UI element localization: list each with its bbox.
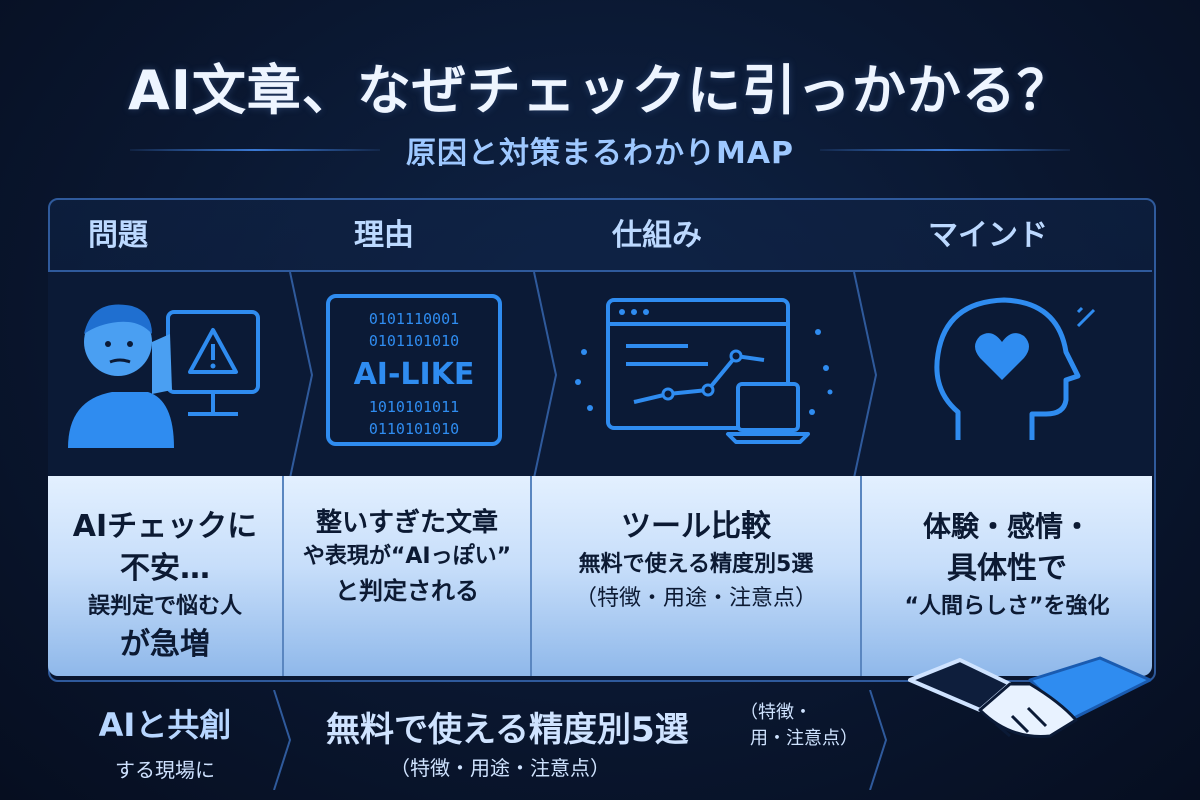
icon-row: 0101110001 0101101010 AI-LIKE 1010101011… [48,270,1152,480]
footer-mid-note-2: 用・注意点） [750,728,858,749]
card-mechanism-line-1: ツール比較 [621,509,771,544]
card-reason-line-3: と判定される [335,577,479,605]
handshake-icon [900,640,1160,770]
card-reason: 整いすぎた文章 や表現が“AIっぽい” と判定される [284,476,532,676]
card-mind-line-3: “人間らしさ”を強化 [904,594,1110,619]
card-mind: 体験・感情・ 具体性で “人間らしさ”を強化 [862,476,1152,676]
card-reason-line-2: や表現が“AIっぽい” [302,544,512,569]
chevron-divider-2 [530,271,560,479]
header-mechanism: 仕組み [612,218,702,253]
card-problem-line-1: AIチェックに [72,509,258,544]
header-problem: 問題 [88,218,148,253]
footer-chevron-right [866,689,890,794]
svg-text:AI-LIKE: AI-LIKE [354,357,475,392]
column-headers: 問題 理由 仕組み マインド [48,210,1152,268]
footer-mid-main: 無料で使える精度別5選 [326,710,689,750]
footer-left: AIと共創 する現場に [40,700,290,783]
header-mind: マインド [928,218,1048,253]
binary-ai-like-icon: 0101110001 0101101010 AI-LIKE 1010101011… [324,272,504,478]
head-heart-icon [918,272,1118,478]
svg-text:0110101010: 0110101010 [369,420,459,438]
subtitle-line-right [820,149,1071,151]
card-problem-line-4: が急増 [120,627,210,662]
footer-left-title: AIと共創 [98,706,232,744]
footer-mid-note-3: （特徴・用途・注意点） [390,756,610,780]
worried-person-monitor-warning-icon [48,272,288,478]
subtitle-row: 原因と対策まるわかりMAP [0,130,1200,171]
chevron-divider-3 [850,271,880,479]
subtitle-line-left [129,149,380,151]
text-row: AIチェックに 不安… 誤判定で悩む人 が急増 整いすぎた文章 や表現が“AIっ… [48,476,1152,676]
svg-text:0101110001: 0101110001 [369,310,459,328]
card-mechanism-line-3: （特徴・用途・注意点） [574,586,817,611]
card-problem-line-2: 不安… [120,551,210,586]
footer-chevron-left [270,689,294,794]
browser-laptop-chart-icon [568,272,838,478]
svg-text:0101101010: 0101101010 [369,332,459,350]
card-mind-line-2: 具体性で [947,551,1067,586]
svg-text:1010101011: 1010101011 [369,398,459,416]
card-reason-line-1: 整いすぎた文章 [315,508,498,538]
footer-mid-note-1: （特徴・ [740,702,812,723]
chevron-divider-1 [286,271,316,479]
subtitle: 原因と対策まるわかりMAP [405,136,795,171]
header-reason: 理由 [354,218,414,253]
card-mechanism-line-2: 無料で使える精度別5選 [578,552,814,577]
footer-left-subtitle: する現場に [115,758,215,782]
footer-mid: 無料で使える精度別5選 （特徴・ 用・注意点） （特徴・用途・注意点） [300,694,900,794]
card-mind-line-1: 体験・感情・ [922,510,1091,543]
card-problem-line-3: 誤判定で悩む人 [87,594,242,619]
card-problem: AIチェックに 不安… 誤判定で悩む人 が急増 [48,476,284,676]
card-mechanism: ツール比較 無料で使える精度別5選 （特徴・用途・注意点） [532,476,862,676]
page-title: AI文章、なぜチェックに引っかかる？ [128,59,1072,122]
